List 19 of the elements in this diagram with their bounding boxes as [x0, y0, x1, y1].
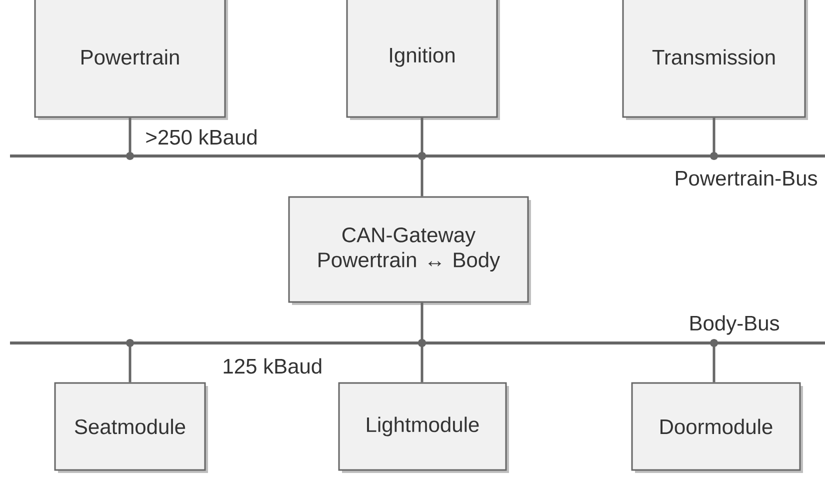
module-box: Ignition: [346, 0, 498, 118]
bus-label: 125 kBaud: [224, 358, 322, 374]
bus-line: [10, 154, 825, 158]
bus-line: [10, 341, 825, 344]
connector-line: [126, 118, 134, 160]
module-box: Seatmodule: [54, 382, 206, 471]
module-box: Doormodule: [631, 382, 801, 471]
connector-line: [418, 152, 426, 196]
module-box: Lightmodule: [338, 382, 507, 471]
module-box: Powertrain: [34, 0, 226, 118]
bus-label: >250 kBaud: [146, 129, 256, 145]
connector-line: [418, 338, 426, 382]
bus-label: Body-Bus: [690, 315, 780, 335]
bus-label: Powertrain-Bus: [676, 170, 818, 186]
module-box: Transmission: [622, 0, 806, 118]
connector-line: [126, 338, 134, 382]
connector-line: [710, 118, 718, 160]
connector-line: [710, 338, 718, 382]
module-box: CAN-Gateway Powertrain ↔ Body: [288, 196, 529, 303]
